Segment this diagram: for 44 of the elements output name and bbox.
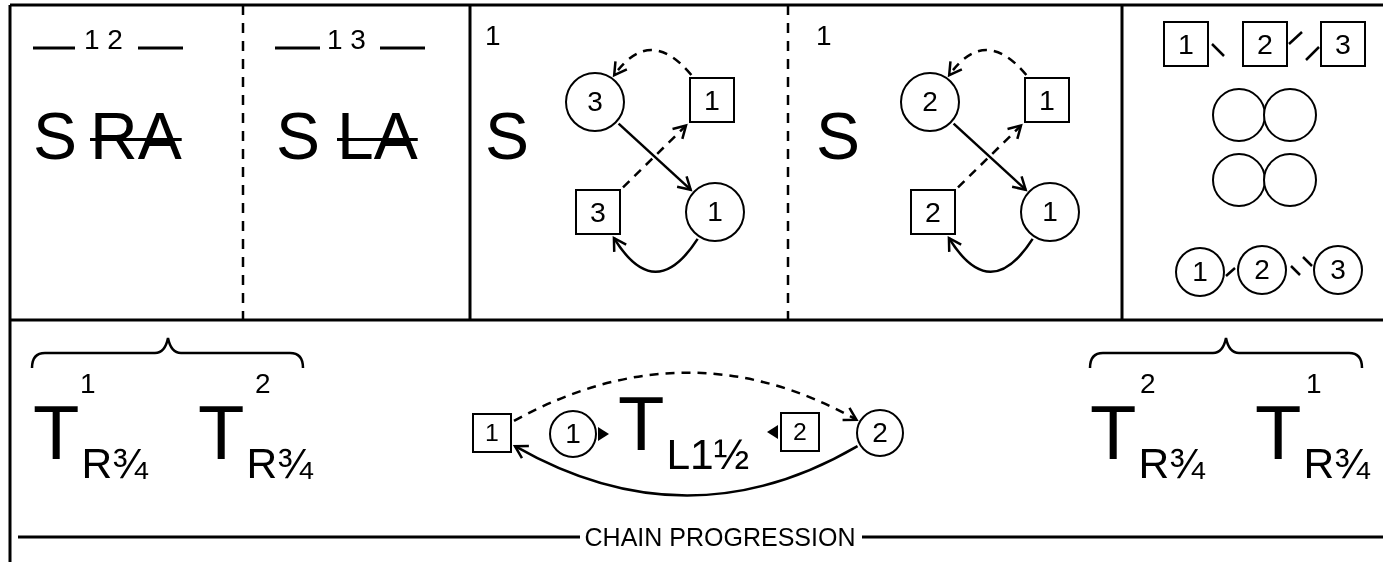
number-label: 2 — [255, 370, 271, 398]
figure-label: T$_{R¾}$ — [1090, 395, 1205, 485]
numbered-square: 2 — [910, 189, 956, 235]
numbered-circle: 2 — [900, 72, 960, 132]
arrow — [612, 48, 693, 77]
letter-label: S — [33, 103, 78, 169]
letter-label: S — [816, 103, 861, 169]
number-label: 1 2 — [84, 26, 123, 54]
figure-label: T$_{R¾}$ — [198, 395, 313, 485]
numbered-square: 1 — [472, 413, 512, 453]
number-label: 1 — [1306, 370, 1322, 398]
numbered-circle: 3 — [565, 72, 625, 132]
figure-label: T$_{L1½}$ — [618, 386, 750, 476]
numbered-circle: 2 — [856, 409, 904, 457]
numbered-square: 1 — [1163, 21, 1209, 67]
number-label: 2 — [1140, 370, 1156, 398]
number-label: 1 — [816, 22, 832, 50]
figure-label: T$_{R¾}$ — [33, 395, 148, 485]
arrow — [947, 236, 1034, 273]
struck-letter-label: RA — [90, 103, 182, 169]
arrow — [612, 236, 699, 273]
number-label: 1 — [485, 22, 501, 50]
figure-label: T$_{R¾}$ — [1255, 395, 1370, 485]
arrow — [513, 371, 858, 422]
numbered-square: 1 — [689, 77, 735, 123]
numbered-circle: 1 — [685, 182, 745, 242]
numbered-square: 3 — [1320, 21, 1366, 67]
letter-label: S — [485, 103, 530, 169]
numbered-circle: 1 — [1175, 247, 1225, 297]
numbered-square: 3 — [575, 189, 621, 235]
number-label: 1 3 — [327, 26, 366, 54]
numbered-square: 2 — [780, 412, 820, 452]
arrow — [947, 48, 1028, 77]
struck-letter-label: LA — [337, 103, 418, 169]
arrow — [513, 444, 859, 497]
numbered-circle: 2 — [1237, 245, 1287, 295]
numbered-circle: 3 — [1313, 245, 1363, 295]
numbered-circle: 1 — [1020, 182, 1080, 242]
numbered-square: 1 — [1024, 77, 1070, 123]
number-label: 1 — [80, 370, 96, 398]
numbered-circle: 1 — [549, 410, 597, 458]
numbered-square: 2 — [1242, 21, 1288, 67]
section-caption: CHAIN PROGRESSION — [584, 524, 856, 550]
letter-label: S — [276, 103, 321, 169]
